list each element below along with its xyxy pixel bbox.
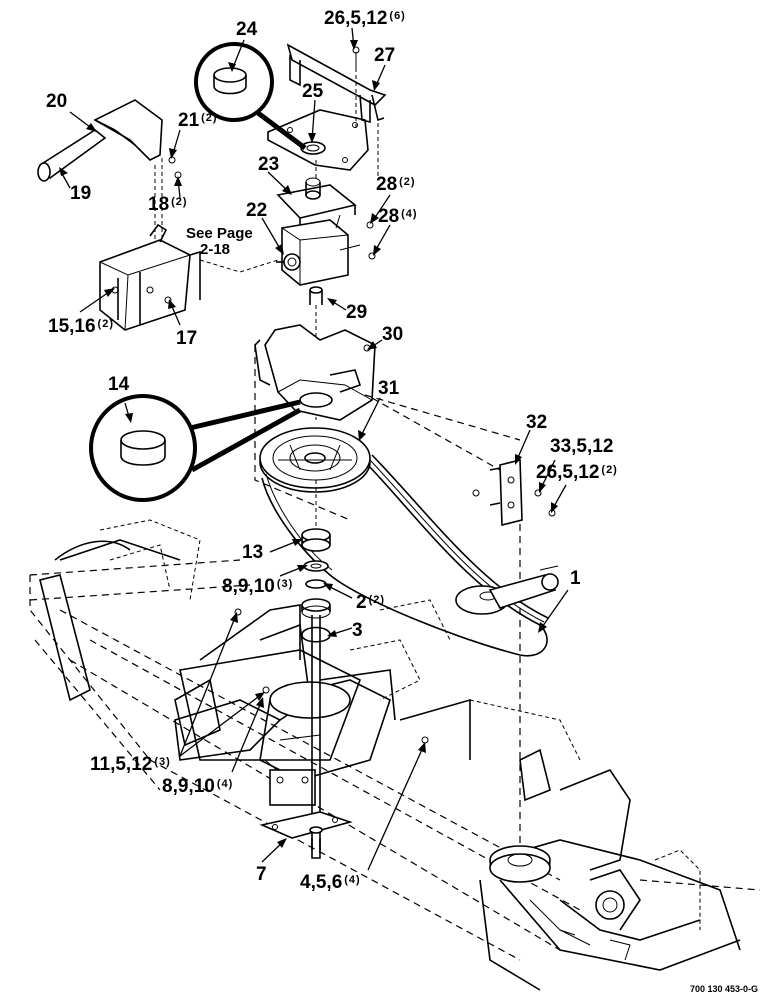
callout-7: 7 — [256, 864, 267, 885]
figure-code: 700 130 453-0-G — [690, 984, 758, 994]
see-page-line2: 2-18 — [200, 241, 230, 258]
callout-13: 13 — [242, 542, 263, 563]
callout-15-16: 15,16(2) — [48, 316, 114, 337]
callout-8-9-10-top: 8,9,10(3) — [222, 576, 293, 597]
callout-31: 31 — [378, 378, 400, 399]
callout-28-top: 28(2) — [376, 174, 416, 195]
callout-32: 32 — [526, 412, 547, 433]
callout-21: 21(2) — [178, 110, 218, 131]
callout-18: 18(2) — [148, 194, 188, 215]
plate-30-assembly — [254, 324, 376, 521]
callout-19: 19 — [70, 183, 91, 204]
callout-25: 25 — [302, 81, 324, 102]
callout-17: 17 — [176, 328, 197, 349]
frame-assembly — [29, 500, 761, 991]
callout-1: 1 — [570, 568, 581, 589]
gearbox-assembly — [199, 160, 376, 420]
callout-27: 27 — [374, 45, 395, 66]
callout-labels: 24 26,5,12(6) 27 25 20 21(2) 19 18(2) 23… — [46, 8, 758, 994]
callout-8-9-10-bottom: 8,9,10(4) — [162, 776, 233, 797]
callout-2: 2(2) — [356, 592, 385, 613]
callout-33: 33,5,12 — [550, 436, 613, 457]
callout-26-right: 26,5,12(2) — [536, 462, 618, 483]
pulley-belt-assembly — [259, 394, 559, 657]
callout-11-5-12: 11,5,12(3) — [90, 754, 171, 775]
bracket-32 — [472, 458, 556, 527]
callout-29: 29 — [346, 302, 367, 323]
leader-lines — [59, 27, 569, 871]
callout-3: 3 — [352, 620, 363, 641]
see-page-line1: See Page — [186, 225, 253, 242]
callout-26-top: 26,5,12(6) — [324, 8, 406, 29]
callout-24: 24 — [236, 19, 258, 40]
detail-circle-14 — [89, 394, 302, 502]
detail-circle-24 — [194, 42, 307, 151]
callout-22: 22 — [246, 200, 267, 221]
top-plate-assembly — [267, 43, 387, 180]
callout-23: 23 — [258, 154, 279, 175]
callout-14: 14 — [108, 374, 130, 395]
shaft-stack — [234, 480, 429, 859]
callout-20: 20 — [46, 91, 67, 112]
callout-28-bottom: 28(4) — [378, 206, 418, 227]
callout-4-5-6: 4,5,6(4) — [300, 872, 361, 893]
callout-30: 30 — [382, 324, 403, 345]
handle-assembly — [37, 99, 201, 331]
